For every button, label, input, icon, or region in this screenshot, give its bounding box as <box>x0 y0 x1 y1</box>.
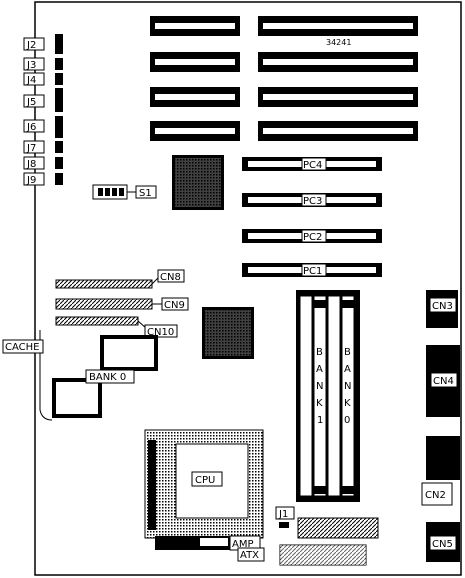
svg-text:J3: J3 <box>26 60 36 71</box>
isa-slots <box>150 16 418 141</box>
svg-text:CN3: CN3 <box>432 301 453 312</box>
svg-text:PC4: PC4 <box>303 160 322 171</box>
cache-chips <box>39 330 158 421</box>
atx-connector[interactable]: ATX <box>237 544 367 566</box>
pci-slot-pc3[interactable]: PC3 <box>242 193 382 207</box>
svg-text:CN10: CN10 <box>147 327 174 338</box>
svg-text:PC3: PC3 <box>303 196 322 207</box>
pci-slots: PC4 PC3 PC2 PC1 <box>242 157 382 277</box>
svg-text:N: N <box>316 381 323 392</box>
cache-label: CACHE <box>2 339 44 354</box>
jumper-j2[interactable]: J2 <box>23 34 63 54</box>
simm-bank0-label: B A N K 0 <box>344 347 351 426</box>
cpu-socket[interactable]: CPU <box>144 429 264 539</box>
simm-banks <box>296 290 360 502</box>
svg-text:J6: J6 <box>26 122 36 133</box>
connector-cn3[interactable]: CN3 <box>426 290 458 328</box>
svg-text:CN4: CN4 <box>433 376 454 387</box>
connector-cn2[interactable]: CN2 <box>421 482 453 506</box>
svg-text:1: 1 <box>317 415 323 426</box>
svg-text:J2: J2 <box>26 40 36 51</box>
svg-text:B: B <box>316 347 323 358</box>
svg-text:J8: J8 <box>26 159 36 170</box>
connector-cn9[interactable]: CN9 <box>55 297 189 311</box>
svg-text:PC1: PC1 <box>303 266 322 277</box>
svg-text:K: K <box>344 398 351 409</box>
simm-bank1-label: B A N K 1 <box>316 347 323 426</box>
svg-text:0: 0 <box>344 415 350 426</box>
pci-slot-pc4[interactable]: PC4 <box>242 157 382 171</box>
svg-text:J5: J5 <box>26 97 36 108</box>
switch-s1[interactable]: S1 <box>92 184 157 200</box>
pci-slot-pc2[interactable]: PC2 <box>242 229 382 243</box>
svg-text:AMP: AMP <box>232 539 254 550</box>
header-strip <box>297 517 379 539</box>
jumper-j5[interactable]: J5 <box>23 88 63 112</box>
left-jumper-group: J2 J3 J4 J5 J6 J7 J8 <box>23 34 63 186</box>
svg-text:A: A <box>344 364 351 375</box>
connector-cn10[interactable]: CN10 <box>55 316 178 338</box>
bank0-cache-label: BANK 0 <box>85 369 135 384</box>
jumper-j9[interactable]: J9 <box>23 172 63 186</box>
svg-text:CN2: CN2 <box>425 490 446 501</box>
board-outline <box>34 1 462 576</box>
pci-slot-pc1[interactable]: PC1 <box>242 263 382 277</box>
svg-text:J9: J9 <box>26 175 36 186</box>
svg-text:CACHE: CACHE <box>5 342 39 353</box>
connector-cn5[interactable]: CN5 <box>426 522 460 562</box>
svg-text:N: N <box>344 381 351 392</box>
svg-text:A: A <box>316 364 323 375</box>
svg-text:CN8: CN8 <box>160 272 181 283</box>
jumper-j8[interactable]: J8 <box>23 156 63 170</box>
jumper-j7[interactable]: J7 <box>23 140 63 154</box>
amp-label: AMP <box>155 535 261 551</box>
connector-serial-block <box>426 436 460 480</box>
svg-text:PC2: PC2 <box>303 232 322 243</box>
svg-text:J7: J7 <box>26 143 36 154</box>
svg-text:B: B <box>344 347 351 358</box>
svg-text:K: K <box>316 398 323 409</box>
svg-text:CN9: CN9 <box>164 300 185 311</box>
jumper-j6[interactable]: J6 <box>23 116 63 138</box>
svg-text:ATX: ATX <box>240 550 259 561</box>
svg-text:CN5: CN5 <box>432 539 453 550</box>
jumper-j1[interactable]: J1 <box>275 506 295 528</box>
svg-text:CPU: CPU <box>195 475 215 486</box>
svg-text:J1: J1 <box>278 509 288 520</box>
svg-text:S1: S1 <box>139 188 152 199</box>
svg-text:BANK 0: BANK 0 <box>89 372 126 383</box>
svg-text:J4: J4 <box>26 75 36 86</box>
connector-cn8[interactable]: CN8 <box>55 269 185 289</box>
board-id-label: 34241 <box>326 38 351 47</box>
jumper-j4[interactable]: J4 <box>23 72 63 86</box>
connector-cn4[interactable]: CN4 <box>426 345 460 417</box>
jumper-j3[interactable]: J3 <box>23 57 63 71</box>
